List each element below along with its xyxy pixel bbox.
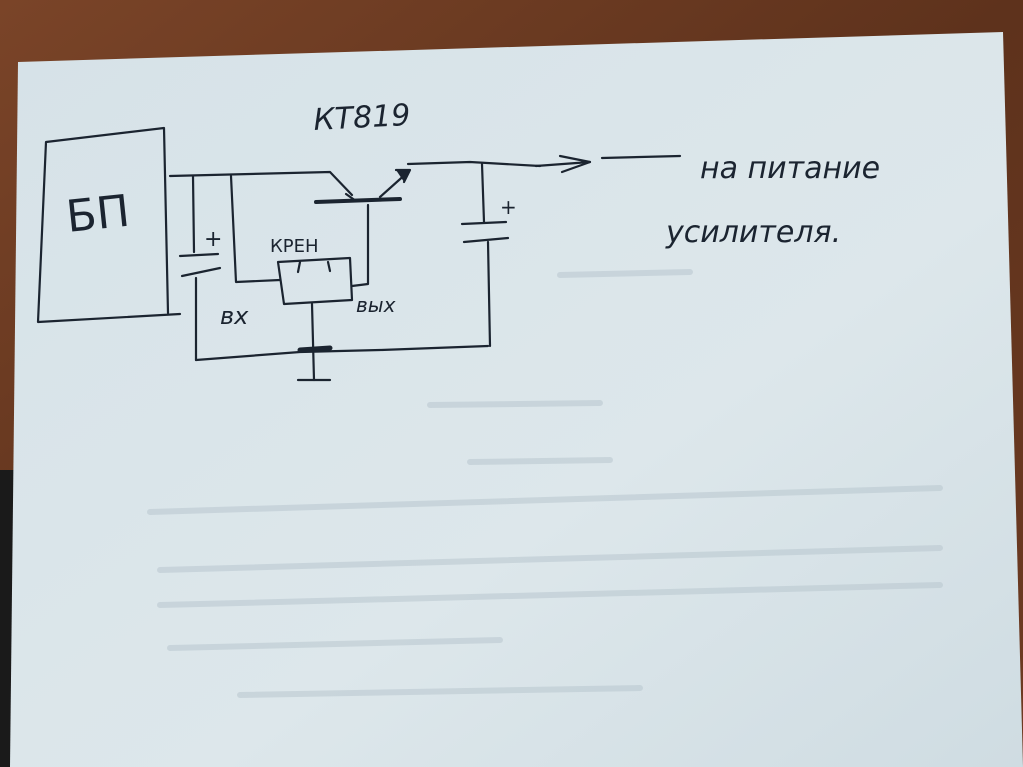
transistor-emitter-arrow (394, 168, 412, 184)
label-output-line2: усилителя. (665, 215, 841, 250)
input-cap-plate-bottom (180, 266, 222, 278)
regulator-top-lead2 (326, 260, 332, 273)
output-cap-plate-bottom (462, 236, 510, 244)
output-rail-wire (406, 160, 542, 168)
paper-sheet (10, 32, 1023, 767)
input-cap-wire-top (191, 174, 196, 254)
output-cap-plate-top (460, 220, 508, 226)
power-supply-block (36, 126, 182, 324)
transistor-base-bar (314, 197, 402, 204)
input-cap-plate-top (178, 252, 220, 258)
bleed-through-text (147, 269, 943, 698)
regulator-top-lead (296, 260, 302, 274)
label-power-supply: БП (64, 186, 132, 243)
output-cap-wire-top (480, 162, 486, 224)
handwritten-labels: БП КТ819 КРЕН вх вых + + на питание усил… (64, 98, 880, 330)
transistor-collector (344, 192, 358, 203)
input-rail-wire (168, 170, 354, 197)
regulator-input-wire (229, 174, 282, 284)
ground-dot (297, 345, 333, 353)
label-regulator-output: вых (356, 293, 396, 317)
circuit-schematic (36, 126, 682, 382)
regulator-box (276, 256, 354, 306)
output-lead-line (600, 154, 682, 160)
label-output-line1: на питание (700, 151, 880, 186)
ground-rail-wire (194, 344, 490, 362)
output-cap-wire-bottom (486, 240, 492, 348)
output-arrow-tail (534, 160, 592, 168)
label-regulator-input: вх (220, 302, 249, 330)
label-transistor: КТ819 (313, 98, 412, 138)
label-regulator: КРЕН (270, 236, 319, 257)
regulator-output-wire (350, 203, 370, 288)
label-cap-right-polarity: + (500, 195, 517, 219)
regulator-ground-wire (310, 302, 316, 382)
label-cap-left-polarity: + (204, 227, 222, 252)
